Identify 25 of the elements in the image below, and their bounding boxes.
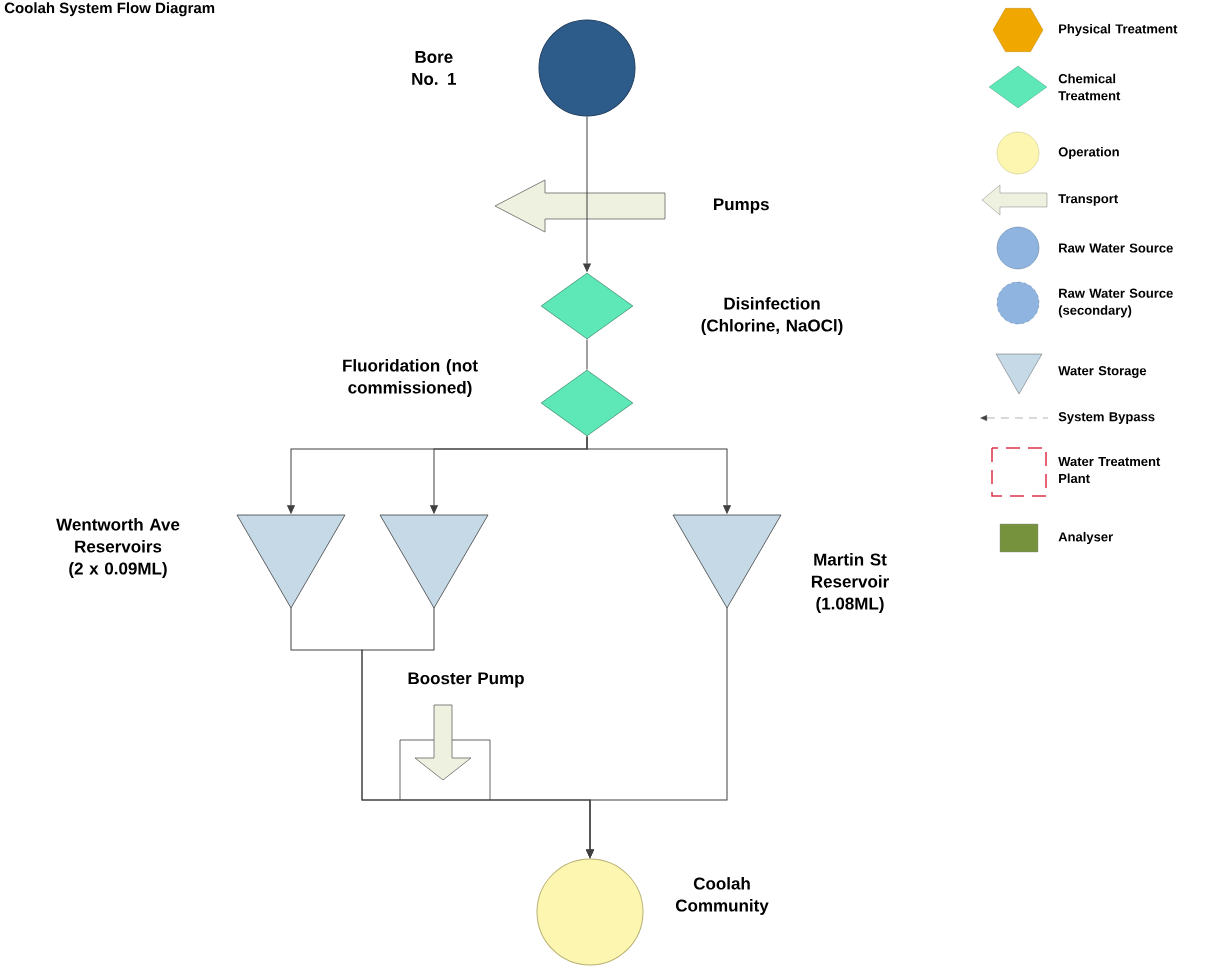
node-label: Coolah Community xyxy=(675,877,769,915)
connector xyxy=(586,338,588,371)
legend-label: Raw Water Source (secondary) xyxy=(1058,288,1173,318)
legend-label: System Bypass xyxy=(1058,412,1155,424)
legend-label: Operation xyxy=(1058,146,1119,160)
connector xyxy=(586,435,731,514)
node-label: Pumps xyxy=(714,198,769,214)
legend-label: Water Treatment Plant xyxy=(1058,456,1161,484)
node-label: Bore No. 1 xyxy=(412,51,456,85)
legend-label: Physical Treatment xyxy=(1059,23,1178,37)
connector xyxy=(586,116,588,181)
node-label: Martin St Reservoir (1.08ML) xyxy=(811,553,889,613)
node-label: Fluoridation (not commissioned) xyxy=(343,359,478,397)
connector xyxy=(586,607,728,858)
legend-label: Analyser xyxy=(1058,531,1113,545)
connector xyxy=(583,179,591,272)
title: Coolah System Flow Diagram xyxy=(4,2,215,17)
legend-label: Chemical Treatment xyxy=(1058,73,1121,101)
legend-label: Water Storage xyxy=(1058,366,1147,378)
node-label: Disinfection (Chlorine, NaOCl) xyxy=(701,297,843,335)
node-label: Booster Pump xyxy=(408,672,524,688)
legend-label: Raw Water Source xyxy=(1059,243,1173,253)
storage-triangle xyxy=(379,514,489,609)
node-label: Wentworth Ave Reservoirs (2 x 0.09ML) xyxy=(56,518,180,578)
legend-label: Transport xyxy=(1058,194,1118,206)
